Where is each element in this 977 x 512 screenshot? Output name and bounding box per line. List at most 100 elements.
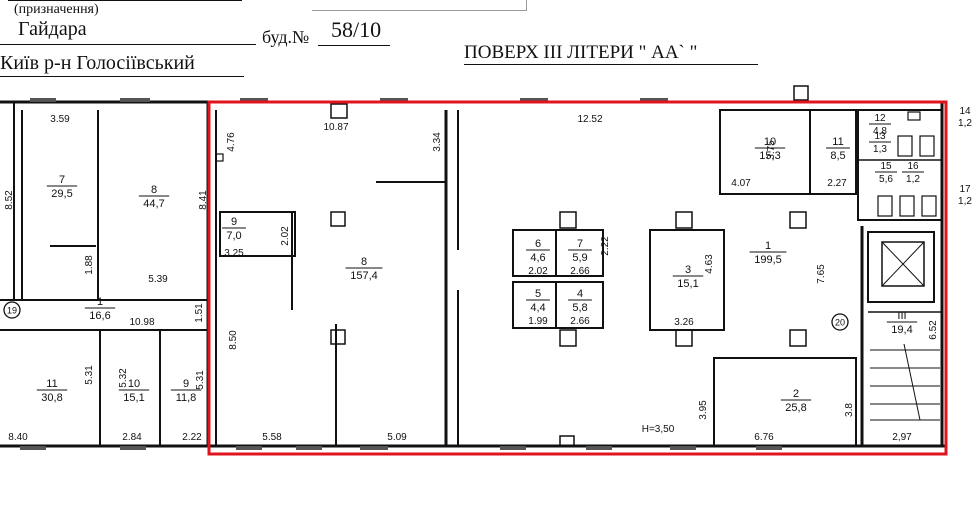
dimension-label: 5.31 xyxy=(84,365,95,385)
room-area: 5,8 xyxy=(572,302,587,314)
column xyxy=(559,329,577,347)
room-area: 15,1 xyxy=(677,278,698,290)
room-area: 5,9 xyxy=(572,252,587,264)
room-number: 2 xyxy=(793,388,799,400)
room-area: 15,3 xyxy=(759,150,780,162)
room-area: 7,0 xyxy=(226,230,241,242)
dimension-label: 8.52 xyxy=(4,190,15,210)
dimension-label: 7.65 xyxy=(816,264,827,284)
column xyxy=(789,329,807,347)
dimension-label: 5.09 xyxy=(387,432,407,443)
dimension-label: 2.02 xyxy=(280,226,291,246)
dimension-label: 5.39 xyxy=(148,274,168,285)
columns xyxy=(330,85,809,447)
dimension-label: 2.84 xyxy=(122,432,142,443)
column xyxy=(675,329,693,347)
dimension-label: 10.98 xyxy=(129,317,154,328)
dimension-label: 1.51 xyxy=(194,303,205,323)
dimension-label: 6.52 xyxy=(928,320,939,340)
title-box-edge xyxy=(312,0,527,11)
column xyxy=(330,329,346,345)
stair-arrow xyxy=(903,343,921,421)
room-area: 15,1 xyxy=(123,392,144,404)
room-area: 19,4 xyxy=(891,324,912,336)
fixtures xyxy=(215,111,937,217)
dimension-label: 3.8 xyxy=(844,403,855,417)
purpose-underline xyxy=(8,0,242,1)
dimension-label: 3.26 xyxy=(674,317,694,328)
dimension-label: 3.25 xyxy=(224,248,244,259)
dimension-label: 8.41 xyxy=(198,190,209,210)
room-number: 8 xyxy=(151,184,157,196)
building-number: 58/10 xyxy=(331,17,382,42)
dimension-label: 4.63 xyxy=(704,254,715,274)
room-area: 16,6 xyxy=(89,310,110,322)
marker-circle xyxy=(831,313,849,331)
column xyxy=(793,85,809,101)
room-number: 6 xyxy=(535,238,541,250)
dimension-label: 5.58 xyxy=(262,432,282,443)
lift-car xyxy=(881,241,925,287)
building-label: буд.№ xyxy=(262,27,310,47)
wc-fixture xyxy=(907,111,921,121)
lift-box xyxy=(867,231,935,303)
column xyxy=(559,435,575,447)
marker-circle xyxy=(3,301,21,319)
wc-fixture xyxy=(897,135,913,157)
room-number: 4 xyxy=(577,288,583,300)
wc-fixture xyxy=(877,195,893,217)
column xyxy=(559,211,577,229)
dimension-label: 4.07 xyxy=(731,178,751,189)
column xyxy=(789,211,807,229)
street-underline xyxy=(0,44,256,45)
side-room-number: 17 xyxy=(959,184,971,195)
dimension-label: 4.76 xyxy=(226,132,237,152)
socket-fixture xyxy=(215,153,224,162)
room-area: 4,8 xyxy=(873,126,887,137)
dimension-label: 2.66 xyxy=(570,316,590,327)
building-underline xyxy=(318,45,390,46)
dimension-label: 3.59 xyxy=(50,114,70,125)
shaft-7 xyxy=(555,229,604,277)
room-area: 1,3 xyxy=(873,144,887,155)
room-number: III xyxy=(897,310,906,322)
dimension-label: 6.76 xyxy=(754,432,774,443)
dimension-label: 1.99 xyxy=(528,316,548,327)
dimension-label: 5.31 xyxy=(195,370,206,390)
floor-title: ПОВЕРХ III ЛІТЕРИ " АА` " xyxy=(464,42,698,63)
room-number: 5 xyxy=(535,288,541,300)
dimension-label: 2.66 xyxy=(570,266,590,277)
wc-fixture xyxy=(921,195,937,217)
dimension-label: 3.75 xyxy=(766,140,777,160)
wc-fixture xyxy=(899,195,915,217)
axis-marker-label: 20 xyxy=(835,318,845,328)
room-number: 15 xyxy=(880,161,892,172)
street-name: Гайдара xyxy=(18,18,87,40)
room-area: 4,6 xyxy=(530,252,545,264)
wc-block xyxy=(857,109,943,221)
room-area: 11,8 xyxy=(176,392,197,404)
room-area: 25,8 xyxy=(785,402,806,414)
room-2-box xyxy=(713,357,857,447)
room-area: 5,6 xyxy=(879,174,893,185)
dimension-label: 5.32 xyxy=(118,368,129,388)
city-district: Київ р-н Голосіївський xyxy=(0,52,195,74)
room-area: 30,8 xyxy=(41,392,62,404)
windows xyxy=(20,98,782,450)
purpose-caption: (призначення) xyxy=(14,2,99,17)
room-number: 10 xyxy=(764,136,776,148)
side-room-number: 14 xyxy=(959,106,971,117)
room-9-box xyxy=(219,211,296,257)
dimension-label: 3.34 xyxy=(432,132,443,152)
room-number: 3 xyxy=(685,264,691,276)
room-number: 9 xyxy=(183,378,189,390)
dimension-label: 8.40 xyxy=(8,432,28,443)
dimension-label: H=3,50 xyxy=(642,424,675,435)
room-number: 7 xyxy=(577,238,583,250)
dimension-label: 2,97 xyxy=(892,432,912,443)
room-area: 4,4 xyxy=(530,302,545,314)
room-number: 13 xyxy=(874,131,886,142)
room-area: 157,4 xyxy=(350,270,378,282)
